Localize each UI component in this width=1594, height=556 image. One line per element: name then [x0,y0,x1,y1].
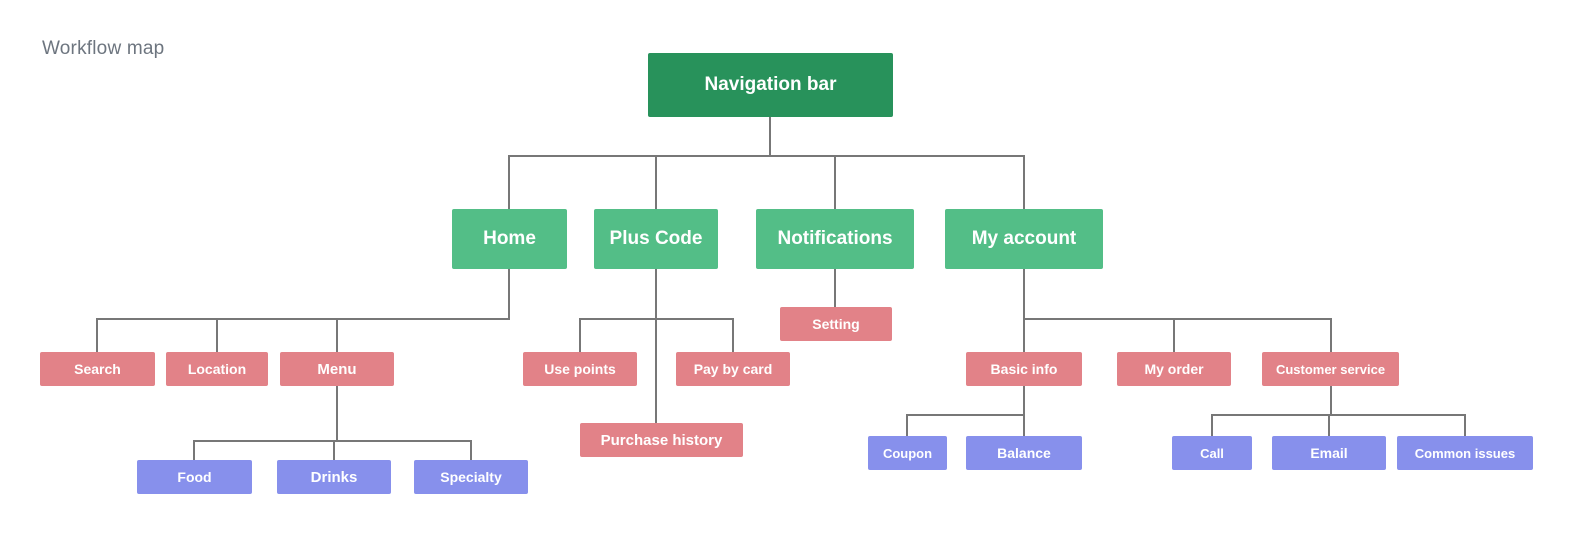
connector-line [1173,318,1175,352]
node-plus-code[interactable]: Plus Code [594,209,718,269]
connector-line [333,440,335,460]
node-email[interactable]: Email [1272,436,1386,470]
connector-line [834,269,836,307]
node-coupon[interactable]: Coupon [868,436,947,470]
connector-line [96,318,510,320]
connector-line [336,386,338,440]
connector-line [1328,414,1330,436]
node-use-points[interactable]: Use points [523,352,637,386]
node-menu[interactable]: Menu [280,352,394,386]
connector-line [1023,386,1025,414]
node-balance[interactable]: Balance [966,436,1082,470]
connector-line [96,318,98,352]
connector-line [906,414,908,436]
connector-line [1330,386,1332,414]
node-drinks[interactable]: Drinks [277,460,391,494]
node-call[interactable]: Call [1172,436,1252,470]
connector-line [193,440,472,442]
page-title: Workflow map [42,38,165,59]
node-food[interactable]: Food [137,460,252,494]
node-search[interactable]: Search [40,352,155,386]
connector-line [906,414,1025,416]
connector-line [1023,414,1025,436]
node-home[interactable]: Home [452,209,567,269]
connector-line [769,117,771,155]
connector-line [1023,155,1025,209]
node-my-account[interactable]: My account [945,209,1103,269]
connector-line [1023,269,1025,318]
connector-line [1330,318,1332,352]
connector-line [655,155,657,209]
connector-line [508,155,1025,157]
connector-line [216,318,218,352]
connector-line [193,440,195,460]
connector-line [470,440,472,460]
node-pay-by-card[interactable]: Pay by card [676,352,790,386]
node-basic-info[interactable]: Basic info [966,352,1082,386]
connector-line [834,155,836,209]
node-navigation-bar[interactable]: Navigation bar [648,53,893,117]
connector-line [336,318,338,352]
connector-line [732,318,734,352]
connector-line [1211,414,1466,416]
connector-line [655,269,657,423]
connector-line [508,269,510,318]
node-purchase-history[interactable]: Purchase history [580,423,743,457]
node-notifications[interactable]: Notifications [756,209,914,269]
connector-line [1023,318,1025,352]
node-location[interactable]: Location [166,352,268,386]
node-my-order[interactable]: My order [1117,352,1231,386]
node-customer-service[interactable]: Customer service [1262,352,1399,386]
connector-line [1211,414,1213,436]
connector-line [579,318,581,352]
node-specialty[interactable]: Specialty [414,460,528,494]
connector-line [508,155,510,209]
connector-line [579,318,734,320]
connector-line [1464,414,1466,436]
node-setting[interactable]: Setting [780,307,892,341]
node-common-issues[interactable]: Common issues [1397,436,1533,470]
connector-line [1023,318,1332,320]
